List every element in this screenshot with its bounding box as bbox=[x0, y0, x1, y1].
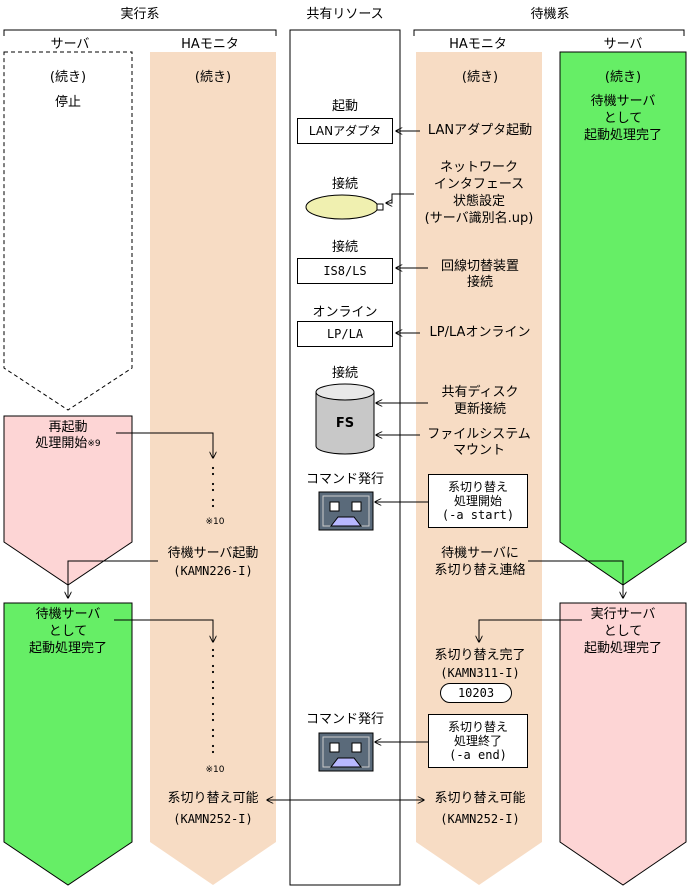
shared-cmd2-label: コマンド発行 bbox=[305, 712, 384, 727]
restart-label: 処理開始 bbox=[35, 436, 88, 451]
switch-end-line1: 系切り替え bbox=[447, 720, 508, 734]
active-server-stopped: 停止 bbox=[54, 95, 81, 110]
header-standby-ha-monitor: HAモニタ bbox=[449, 37, 507, 52]
standby-ha-switch-possible-line1: 系切り替え可能 bbox=[434, 791, 526, 806]
standby-ha-is8-line1: 回線切替装置 bbox=[440, 259, 519, 274]
header-active-ha-monitor: HAモニタ bbox=[181, 37, 239, 52]
active-server-started-lane bbox=[3, 602, 133, 886]
active-ha-standby-start-line2: (KAMN226-I) bbox=[173, 564, 253, 578]
standby-ha-lp-online: LP/LAオンライン bbox=[429, 325, 531, 340]
header-shared-resources: 共有リソース bbox=[306, 7, 384, 22]
standby-ha-notify-line1: 待機サーバに bbox=[441, 546, 519, 561]
standby-ha-is8-line2: 接続 bbox=[466, 275, 493, 290]
is8-ls-box: IS8/LS bbox=[297, 258, 393, 284]
standby-ha-fs-line2: マウント bbox=[452, 443, 505, 458]
standby-ha-net-line2: インタフェース bbox=[433, 177, 525, 192]
switch-done-code-badge: 10203 bbox=[440, 683, 512, 703]
shared-cmd1-label: コマンド発行 bbox=[305, 472, 384, 487]
lp-la-box: LP/LA bbox=[297, 321, 393, 347]
shared-is8-label: 接続 bbox=[331, 240, 358, 255]
shared-disk-fs: FS bbox=[335, 416, 355, 431]
active-system-bracket bbox=[3, 29, 277, 36]
active-server-restart-line1: 再起動 bbox=[48, 420, 88, 435]
standby-server-started-line2: として bbox=[603, 111, 643, 126]
header-standby-server: サーバ bbox=[603, 37, 643, 52]
standby-server-active-line1: 実行サーバ bbox=[590, 607, 656, 622]
active-ha-note2: ※10 bbox=[205, 765, 225, 775]
active-server-restart-lane bbox=[3, 415, 133, 586]
shared-lan-label: 起動 bbox=[331, 99, 358, 114]
header-standby-system: 待機系 bbox=[530, 7, 570, 22]
active-server-started-line3: 起動処理完了 bbox=[28, 641, 107, 656]
active-ha-switch-possible-line1: 系切り替え可能 bbox=[167, 791, 259, 806]
standby-server-started-lane bbox=[559, 51, 687, 586]
standby-ha-notify-line2: 系切り替え連絡 bbox=[434, 563, 526, 578]
active-server-started-line2: として bbox=[48, 624, 88, 639]
standby-ha-continued: (続き) bbox=[461, 70, 499, 85]
lan-adapter-box: LANアダプタ bbox=[297, 118, 393, 144]
standby-ha-net-line4: (サーバ識別名.up) bbox=[424, 211, 534, 226]
active-ha-continued: (続き) bbox=[194, 70, 232, 85]
switch-start-line1: 系切り替え bbox=[447, 480, 508, 494]
standby-server-active-lane bbox=[559, 602, 687, 886]
arrow-notify-standby bbox=[528, 560, 623, 598]
arrow-active-to-done bbox=[479, 619, 582, 642]
standby-ha-disk-line1: 共有ディスク bbox=[441, 385, 519, 400]
arrow-restart-to-ha bbox=[116, 432, 213, 458]
active-server-restart-line2: 処理開始※9 bbox=[20, 436, 116, 452]
standby-ha-net-line3: 状態設定 bbox=[452, 194, 505, 209]
switch-end-line3: (-a end) bbox=[449, 748, 507, 762]
switch-start-line2: 処理開始 bbox=[453, 494, 502, 508]
standby-server-active-line2: として bbox=[603, 624, 643, 639]
header-active-system: 実行系 bbox=[120, 7, 160, 22]
switch-start-box: 系切り替え 処理開始 (-a start) bbox=[428, 474, 528, 528]
restart-note: ※9 bbox=[87, 439, 101, 449]
active-server-started-line1: 待機サーバ bbox=[35, 607, 101, 622]
standby-system-bracket bbox=[413, 29, 685, 36]
wait-dots-2 bbox=[211, 648, 215, 754]
switch-end-line2: 処理終了 bbox=[453, 734, 502, 748]
standby-ha-disk-line2: 更新接続 bbox=[453, 402, 506, 417]
network-interface-ellipse bbox=[305, 194, 379, 220]
standby-server-started-line1: 待機サーバ bbox=[590, 94, 656, 109]
standby-ha-net-line1: ネットワーク bbox=[439, 160, 518, 175]
wait-dots-1 bbox=[211, 466, 215, 508]
arrow-network-set bbox=[386, 193, 414, 203]
standby-ha-lane bbox=[416, 52, 542, 885]
shared-disk-label: 接続 bbox=[331, 366, 358, 381]
standby-ha-done-line1: 系切り替え完了 bbox=[434, 648, 526, 663]
terminal-icon bbox=[318, 491, 374, 531]
shared-net-label: 接続 bbox=[331, 177, 358, 192]
shared-disk-cylinder bbox=[315, 383, 375, 455]
standby-server-active-line3: 起動処理完了 bbox=[583, 641, 662, 656]
standby-ha-switch-possible-line2: (KAMN252-I) bbox=[440, 812, 520, 826]
active-server-stopped-lane bbox=[3, 51, 133, 411]
shared-lp-label: オンライン bbox=[312, 305, 378, 320]
standby-server-continued: (続き) bbox=[604, 70, 642, 85]
active-ha-standby-start-line1: 待機サーバ起動 bbox=[167, 546, 259, 561]
active-server-continued: (続き) bbox=[49, 70, 87, 85]
header-active-server: サーバ bbox=[50, 37, 90, 52]
terminal-icon bbox=[318, 732, 374, 772]
standby-ha-fs-line1: ファイルシステム bbox=[427, 427, 531, 442]
standby-ha-done-line2: (KAMN311-I) bbox=[440, 666, 520, 680]
standby-ha-lan-start: LANアダプタ起動 bbox=[427, 123, 533, 138]
active-ha-note1: ※10 bbox=[205, 517, 225, 527]
standby-server-started-line3: 起動処理完了 bbox=[583, 128, 662, 143]
network-interface-port bbox=[376, 203, 384, 211]
arrow-standby-start bbox=[68, 560, 158, 598]
active-ha-switch-possible-line2: (KAMN252-I) bbox=[173, 812, 253, 826]
switch-start-line3: (-a start) bbox=[441, 508, 515, 522]
switch-end-box: 系切り替え 処理終了 (-a end) bbox=[428, 714, 528, 768]
arrow-started-to-ha bbox=[114, 619, 213, 642]
